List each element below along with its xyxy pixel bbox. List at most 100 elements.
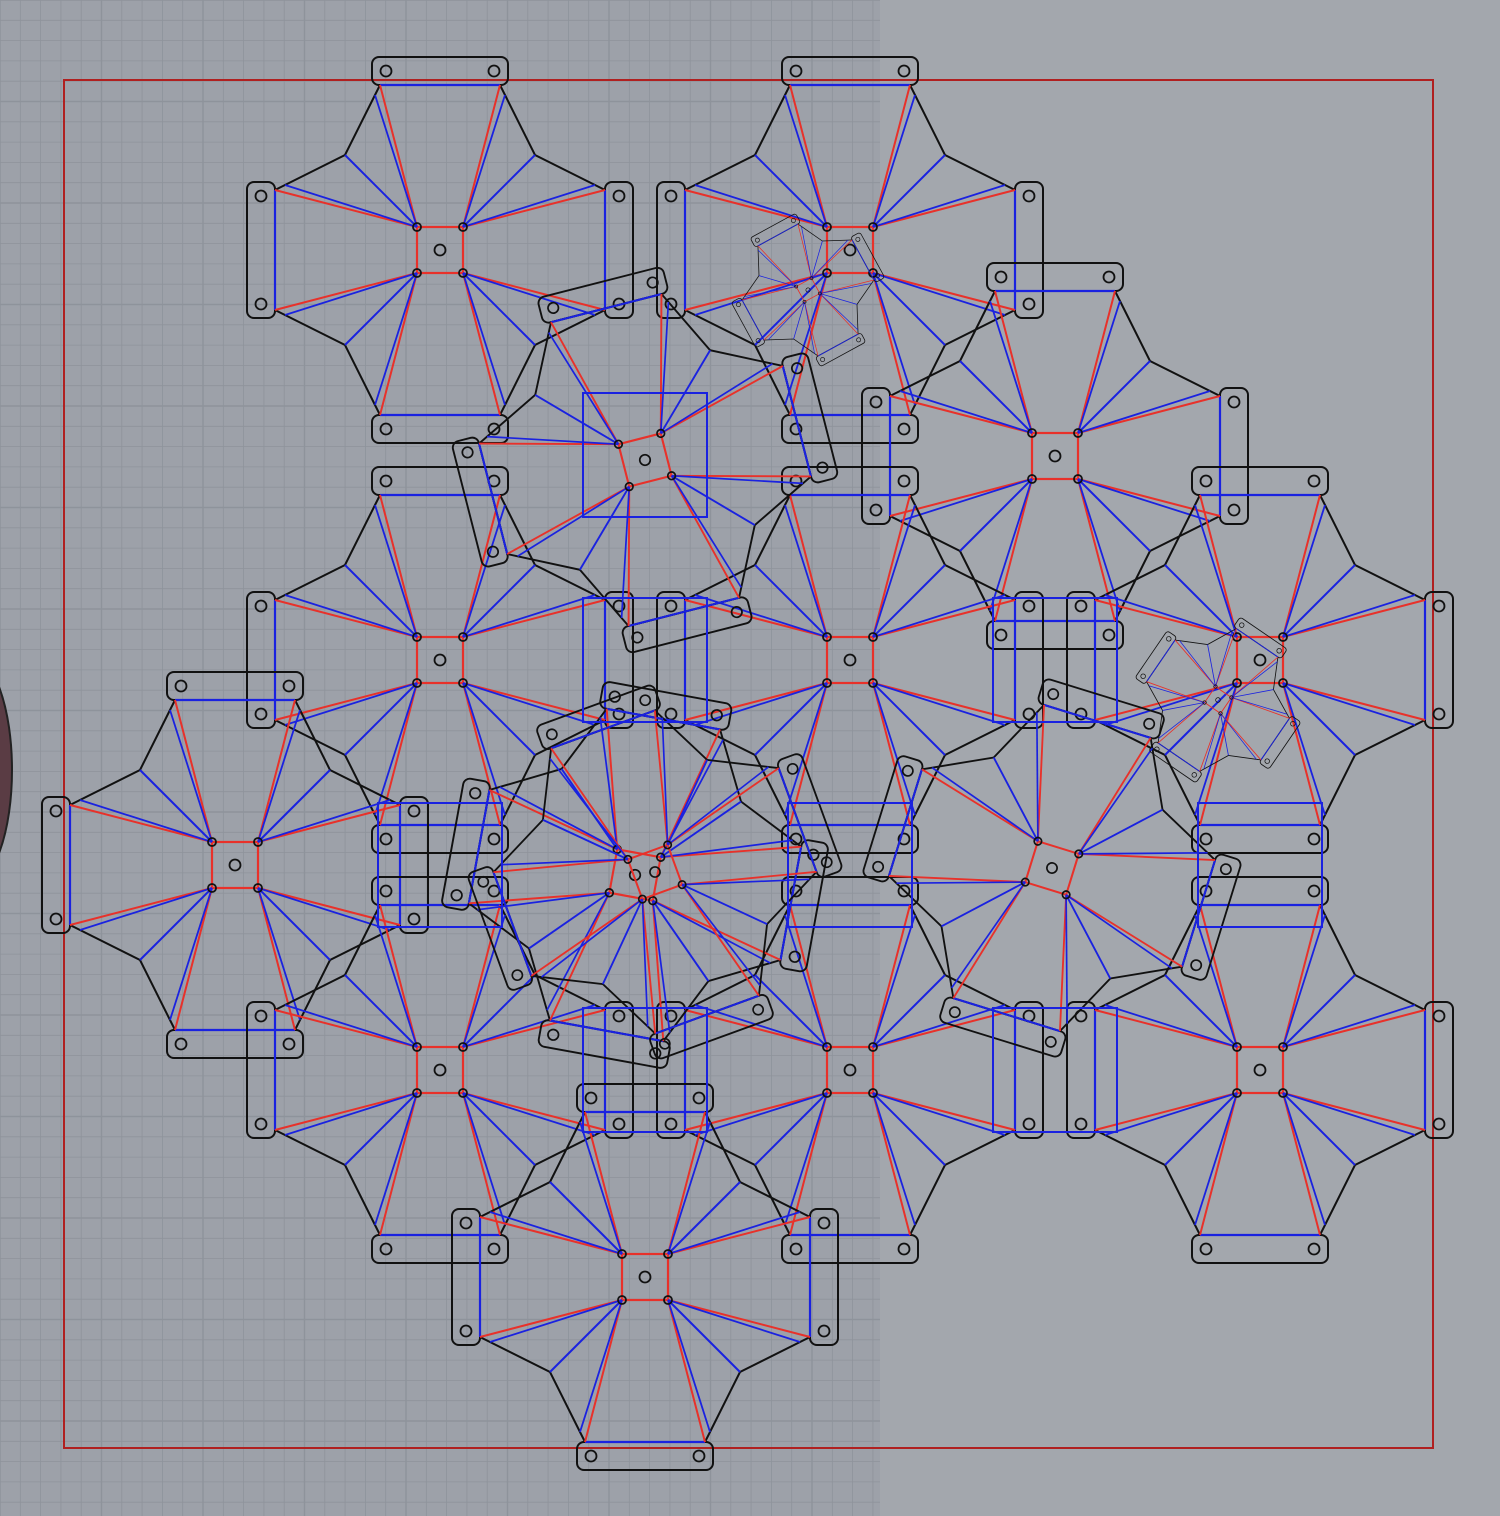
mountain-fold	[763, 301, 805, 341]
mountain-fold	[1282, 904, 1321, 1048]
vertex-hole	[666, 471, 677, 481]
valley-fold	[492, 871, 533, 977]
mountain-fold	[819, 279, 875, 294]
valley-fold	[784, 94, 828, 228]
hub-square	[626, 843, 684, 901]
mount-hole	[1290, 721, 1296, 727]
pattern-unit[interactable]	[656, 56, 1044, 444]
vertex-hole	[663, 840, 673, 850]
vertex-hole	[637, 894, 647, 904]
mountain-fold	[468, 891, 610, 905]
valley-fold	[784, 1092, 828, 1226]
pattern-unit[interactable]	[861, 262, 1249, 650]
valley-fold	[1231, 697, 1288, 715]
valley-fold	[462, 94, 506, 228]
valley-fold	[1282, 974, 1356, 1048]
distorted-unit[interactable]	[708, 190, 907, 389]
valley-fold	[1194, 914, 1238, 1048]
mountain-fold	[479, 442, 619, 446]
mountain-fold	[811, 239, 853, 279]
valley-fold	[489, 1299, 623, 1343]
pattern-unit[interactable]	[656, 466, 1044, 854]
pattern-units[interactable]	[41, 56, 1454, 1471]
center-hole	[1215, 697, 1221, 703]
mountain-fold	[684, 189, 828, 228]
distorted-unit[interactable]	[422, 237, 868, 683]
mount-hole	[1307, 884, 1321, 898]
valley-fold	[257, 887, 301, 1021]
valley-fold	[784, 682, 828, 816]
mountain-fold	[797, 223, 812, 279]
valley-fold	[804, 301, 815, 354]
distorted-unit[interactable]	[427, 644, 882, 1099]
vertex-hole	[1074, 849, 1084, 859]
pattern-unit[interactable]	[451, 1083, 839, 1471]
connector-square	[582, 1007, 708, 1133]
valley-fold	[754, 564, 828, 638]
pattern-unit[interactable]	[246, 876, 634, 1264]
mount-hole	[1102, 270, 1116, 284]
vertex-hole	[617, 1249, 627, 1259]
mountain-fold	[659, 729, 721, 858]
valley-fold	[549, 758, 629, 860]
hub-square	[415, 635, 465, 685]
mount-hole	[547, 1028, 560, 1041]
mount-hole	[174, 679, 188, 693]
mount-hole	[789, 884, 803, 898]
mountain-fold	[667, 1111, 706, 1255]
vertex-hole	[412, 1088, 422, 1098]
pattern-unit[interactable]	[1066, 876, 1454, 1264]
valley-fold	[500, 858, 628, 866]
mount-hole	[459, 1324, 473, 1338]
pattern-unit[interactable]	[246, 56, 634, 444]
mount-hole	[1166, 636, 1172, 642]
hub-square	[825, 1045, 875, 1095]
valley-fold	[872, 914, 916, 1048]
mountain-fold	[872, 1092, 911, 1236]
sheet-border[interactable]	[63, 79, 1434, 1449]
mount-hole	[379, 832, 393, 846]
valley-fold	[1164, 974, 1238, 1048]
valley-fold	[1220, 713, 1257, 760]
mountain-fold	[257, 699, 296, 843]
mountain-fold	[462, 272, 606, 311]
valley-fold	[489, 1211, 623, 1255]
valley-fold	[959, 360, 1033, 434]
mount-hole	[1264, 758, 1270, 764]
vertex-hole	[412, 222, 422, 232]
vertex-hole	[617, 1295, 627, 1305]
valley-fold	[579, 486, 631, 571]
valley-fold	[767, 301, 805, 341]
vertex-hole	[817, 291, 822, 296]
mountain-fold	[174, 699, 213, 843]
valley-fold	[1146, 639, 1176, 682]
hub-square	[210, 840, 260, 890]
mountain-fold	[789, 272, 828, 416]
valley-fold	[741, 299, 765, 341]
valley-fold	[667, 1121, 711, 1255]
mountain-fold	[489, 789, 618, 851]
vertex-hole	[458, 1042, 468, 1052]
valley-fold	[1282, 1092, 1326, 1226]
mount-hole	[254, 189, 268, 203]
vertex-hole	[1232, 1088, 1242, 1098]
mountain-fold	[653, 710, 669, 845]
mountain-fold	[741, 286, 797, 301]
pattern-unit[interactable]	[1066, 466, 1454, 854]
valley-fold	[462, 504, 506, 638]
valley-fold	[660, 800, 742, 859]
valley-fold	[1164, 682, 1238, 756]
mount-hole	[379, 422, 393, 436]
mount-hole	[1154, 746, 1160, 752]
valley-fold	[754, 682, 828, 756]
valley-fold	[953, 997, 1061, 1033]
vertex-hole	[1073, 428, 1083, 438]
valley-fold	[462, 1092, 536, 1166]
vertex-hole	[822, 678, 832, 688]
distorted-unit[interactable]	[1105, 587, 1330, 812]
valley-fold	[139, 887, 213, 961]
valley-fold	[462, 564, 536, 638]
mount-hole	[994, 270, 1008, 284]
